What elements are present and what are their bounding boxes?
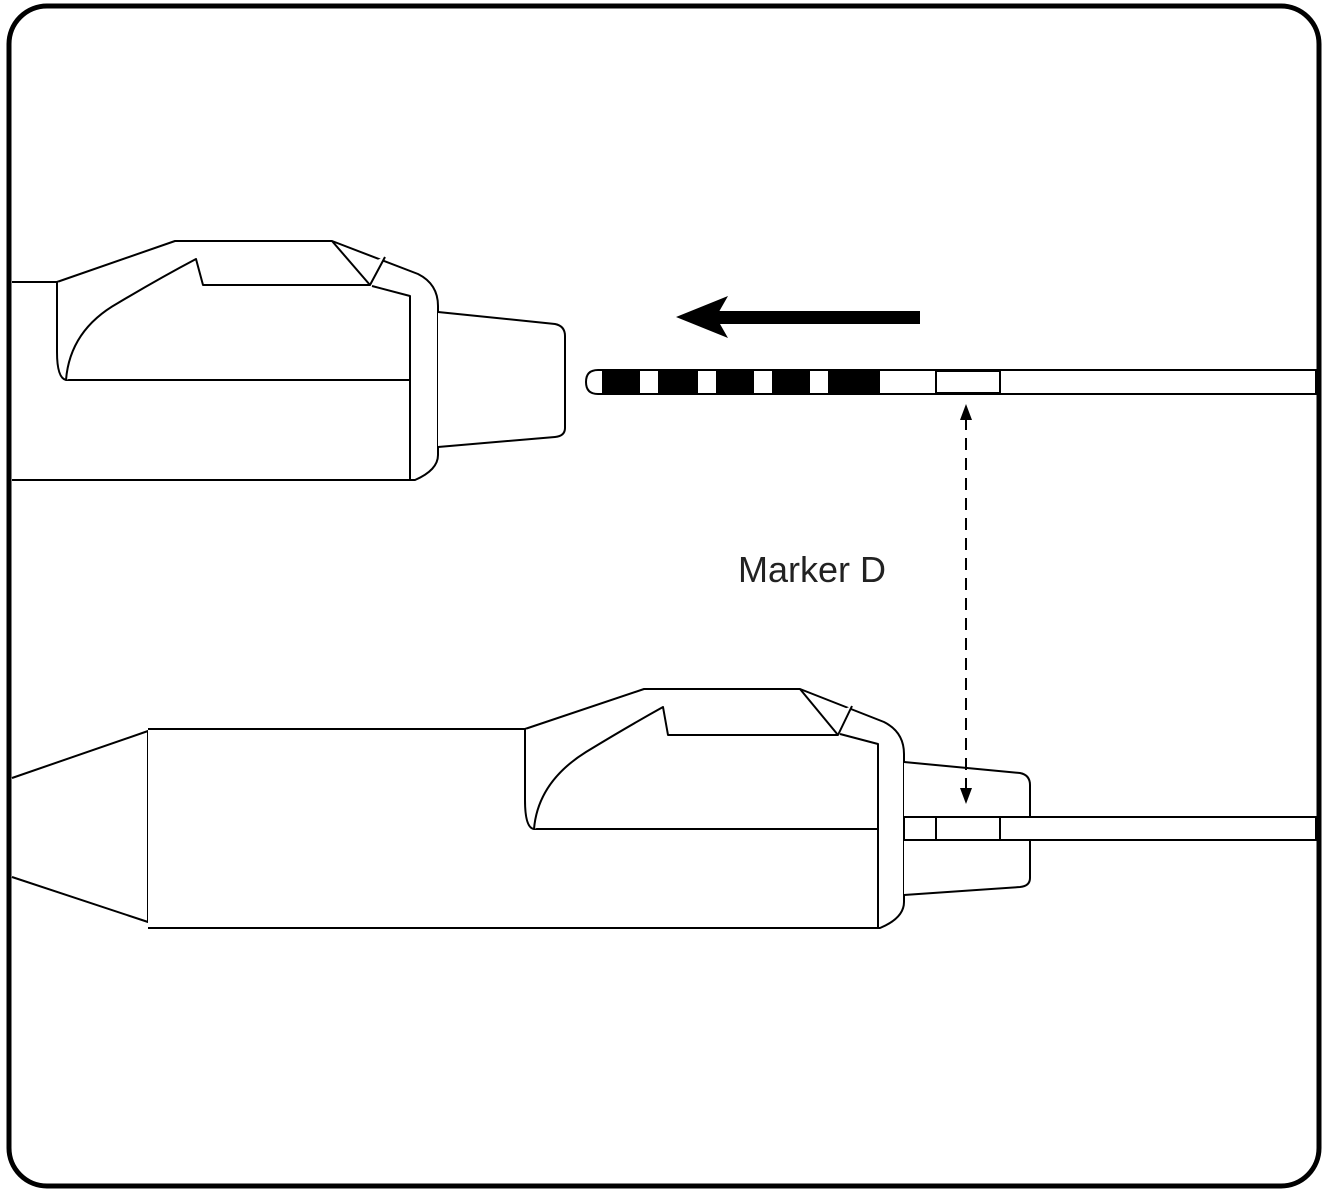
alignment-indicator	[960, 404, 972, 804]
up-arrowhead-icon	[960, 404, 972, 420]
top-handle	[12, 240, 566, 481]
down-arrowhead-icon	[960, 788, 972, 804]
top-tube	[584, 369, 1317, 395]
bottom-handle	[11, 688, 1031, 929]
figure-frame	[6, 3, 1322, 1189]
marker-d-box-bottom	[935, 816, 1001, 841]
marker-d-label: Marker D	[738, 549, 886, 590]
marker-d-box-top	[935, 370, 1001, 394]
left-arrow-icon	[676, 296, 920, 338]
bottom-tube	[903, 816, 1317, 841]
